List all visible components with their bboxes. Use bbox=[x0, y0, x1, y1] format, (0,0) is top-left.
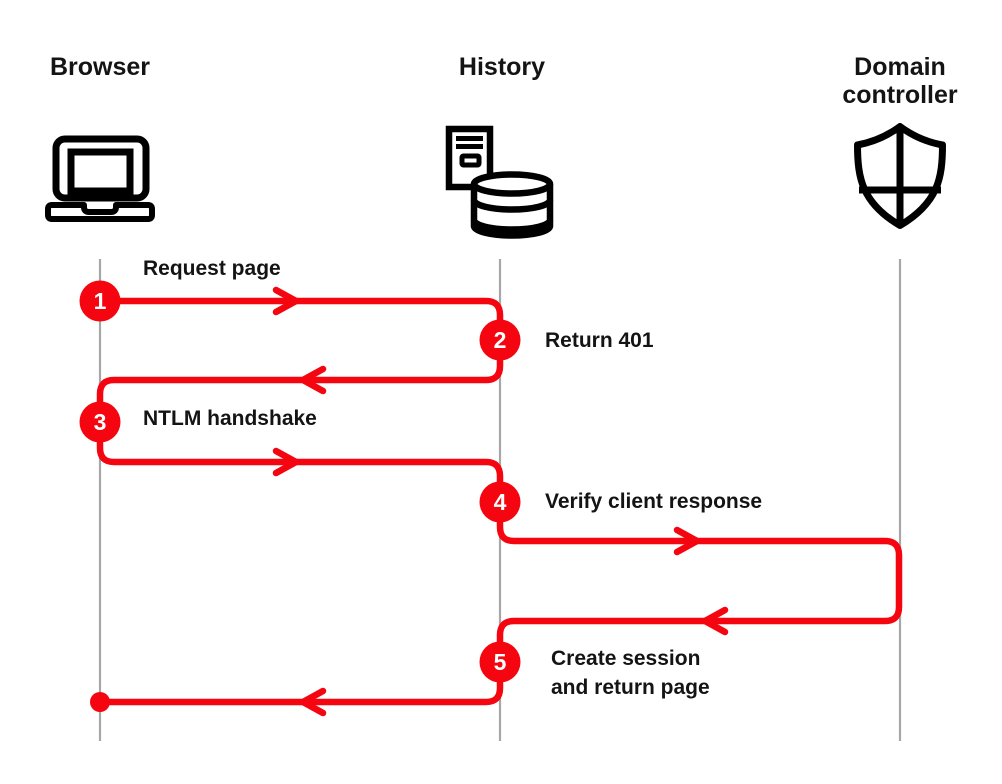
step-label-create-session-line2: and return page bbox=[551, 676, 710, 699]
document-database-icon bbox=[445, 125, 554, 239]
step-number-2: 2 bbox=[494, 327, 507, 353]
step-badge-4: 4 bbox=[479, 481, 521, 523]
step-label-create-session-line1: Create session bbox=[551, 647, 700, 670]
step-label-verify-client-response: Verify client response bbox=[545, 490, 762, 513]
actor-label-domain-line1: Domain bbox=[854, 53, 946, 81]
actor-label-history: History bbox=[459, 53, 545, 81]
actor-label-domain-line2: controller bbox=[842, 81, 958, 109]
arrowhead-right-verify bbox=[673, 526, 701, 556]
step-label-request-page: Request page bbox=[143, 257, 281, 280]
actor-label-browser: Browser bbox=[50, 53, 150, 81]
step-label-ntlm-handshake: NTLM handshake bbox=[143, 407, 317, 430]
step-label-return-401: Return 401 bbox=[545, 329, 654, 352]
step-number-1: 1 bbox=[94, 288, 107, 314]
arrowhead-left-domain-return bbox=[701, 606, 729, 636]
step-number-4: 4 bbox=[494, 489, 507, 515]
step-badge-1: 1 bbox=[79, 280, 121, 322]
database-icon bbox=[470, 171, 554, 239]
step-badge-5: 5 bbox=[479, 641, 521, 683]
flow-end-dot bbox=[90, 692, 110, 712]
arrowhead-right-request bbox=[272, 286, 300, 316]
arrowhead-left-return401 bbox=[299, 365, 327, 395]
document-icon bbox=[445, 125, 494, 191]
step-number-3: 3 bbox=[94, 409, 107, 435]
laptop-icon bbox=[45, 135, 155, 222]
step-badge-3: 3 bbox=[79, 401, 121, 443]
arrowhead-right-ntlm bbox=[272, 447, 300, 477]
arrowhead-left-session bbox=[299, 687, 327, 717]
shield-icon bbox=[854, 123, 946, 229]
step-badge-2: 2 bbox=[479, 319, 521, 361]
step-number-5: 5 bbox=[494, 649, 507, 675]
